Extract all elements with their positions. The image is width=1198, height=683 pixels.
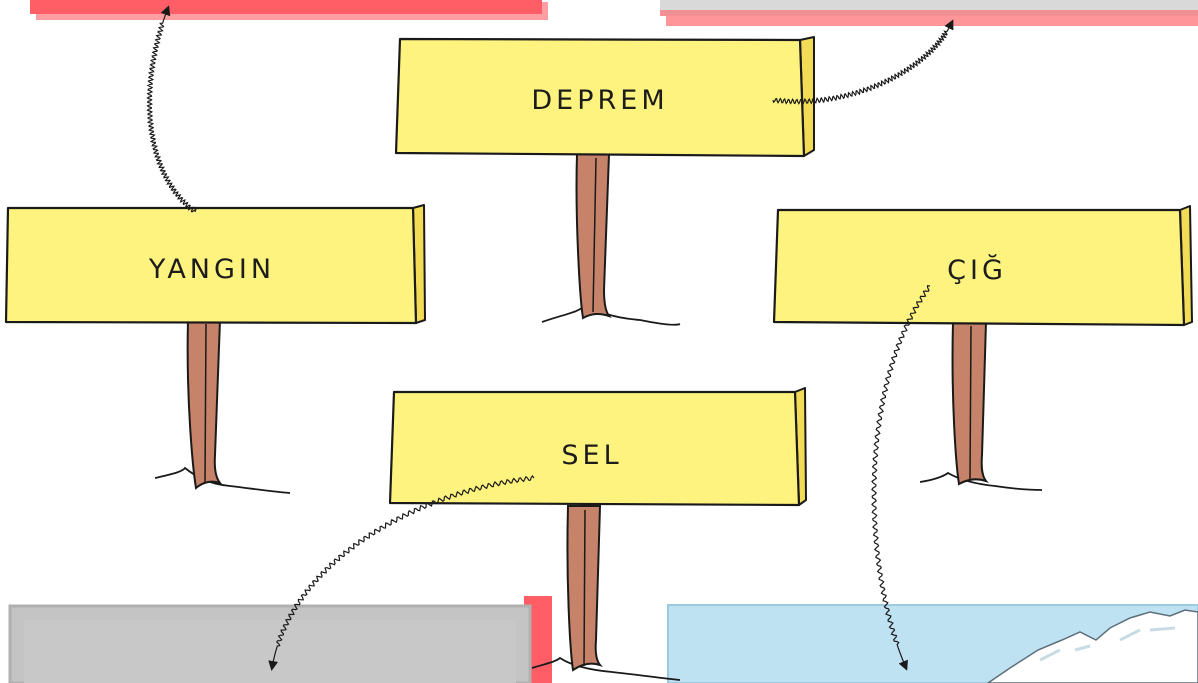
bottom-right-image bbox=[667, 604, 1198, 683]
arrow-layer bbox=[146, 5, 954, 671]
sign-cig: ÇIĞ bbox=[772, 205, 1193, 491]
snowy-mountain bbox=[986, 609, 1198, 683]
top-left-image bbox=[30, 0, 548, 20]
sign-board: YANGIN bbox=[4, 204, 426, 325]
arrow-deprem-to-top-right-image bbox=[772, 19, 954, 105]
sign-deprem: DEPREM bbox=[394, 36, 815, 326]
sign-label-deprem: DEPREM bbox=[531, 85, 668, 116]
sign-board: ÇIĞ bbox=[772, 205, 1193, 327]
sign-label-sel: SEL bbox=[561, 440, 622, 471]
sign-label-yangin: YANGIN bbox=[148, 254, 275, 285]
sign-board: DEPREM bbox=[394, 36, 815, 158]
arrow-cig-to-bottom-right-image bbox=[871, 285, 931, 671]
top-right-image bbox=[660, 0, 1198, 26]
sign-board: SEL bbox=[388, 387, 807, 507]
sign-post bbox=[531, 505, 681, 681]
arrow-sel-to-bottom-left-image bbox=[268, 475, 535, 671]
sign-sel: SEL bbox=[388, 387, 807, 681]
sign-post bbox=[541, 153, 681, 326]
sign-label-cig: ÇIĞ bbox=[947, 254, 1007, 286]
sign-post bbox=[154, 319, 291, 494]
sign-post bbox=[919, 321, 1043, 491]
arrow-yangin-to-top-left-image bbox=[146, 5, 197, 213]
sign-yangin: YANGIN bbox=[4, 204, 426, 494]
